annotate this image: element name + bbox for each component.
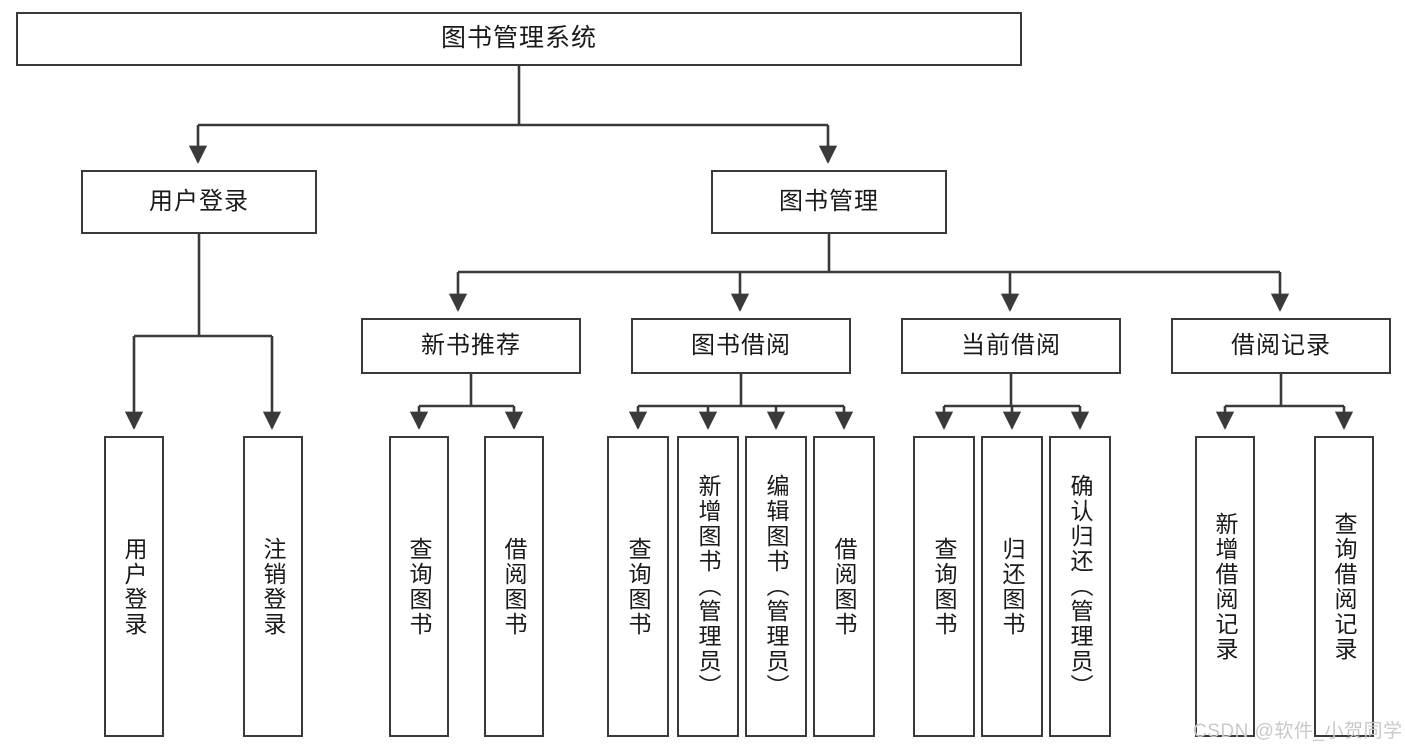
leaf-newbook-borrow-book[interactable]: 借阅图书: [484, 436, 544, 737]
leaf-records-add-record[interactable]: 新增借阅记录: [1195, 436, 1255, 737]
leaf-borrow-edit-book-admin[interactable]: 编辑图书（管理员）: [745, 436, 807, 737]
node-current-borrow[interactable]: 当前借阅: [901, 318, 1121, 374]
leaf-user-login[interactable]: 用户登录: [104, 436, 164, 737]
leaf-current-return-book[interactable]: 归还图书: [981, 436, 1043, 737]
node-book-management[interactable]: 图书管理: [711, 170, 947, 234]
csdn-watermark: CSDN @软件_小贺同学: [1193, 721, 1403, 742]
leaf-current-confirm-return-admin[interactable]: 确认归还（管理员）: [1049, 436, 1111, 737]
node-new-book-recommend[interactable]: 新书推荐: [361, 318, 581, 374]
node-book-borrow[interactable]: 图书借阅: [631, 318, 851, 374]
leaf-user-logout[interactable]: 注销登录: [243, 436, 303, 737]
node-user-login[interactable]: 用户登录: [81, 170, 317, 234]
leaf-borrow-lend-book[interactable]: 借阅图书: [813, 436, 875, 737]
node-borrow-records[interactable]: 借阅记录: [1171, 318, 1391, 374]
node-root-system[interactable]: 图书管理系统: [16, 12, 1022, 66]
leaf-borrow-query-book[interactable]: 查询图书: [607, 436, 669, 737]
leaf-newbook-query-book[interactable]: 查询图书: [389, 436, 449, 737]
leaf-borrow-add-book-admin[interactable]: 新增图书（管理员）: [677, 436, 739, 737]
leaf-current-query-book[interactable]: 查询图书: [913, 436, 975, 737]
leaf-records-query-record[interactable]: 查询借阅记录: [1314, 436, 1374, 737]
